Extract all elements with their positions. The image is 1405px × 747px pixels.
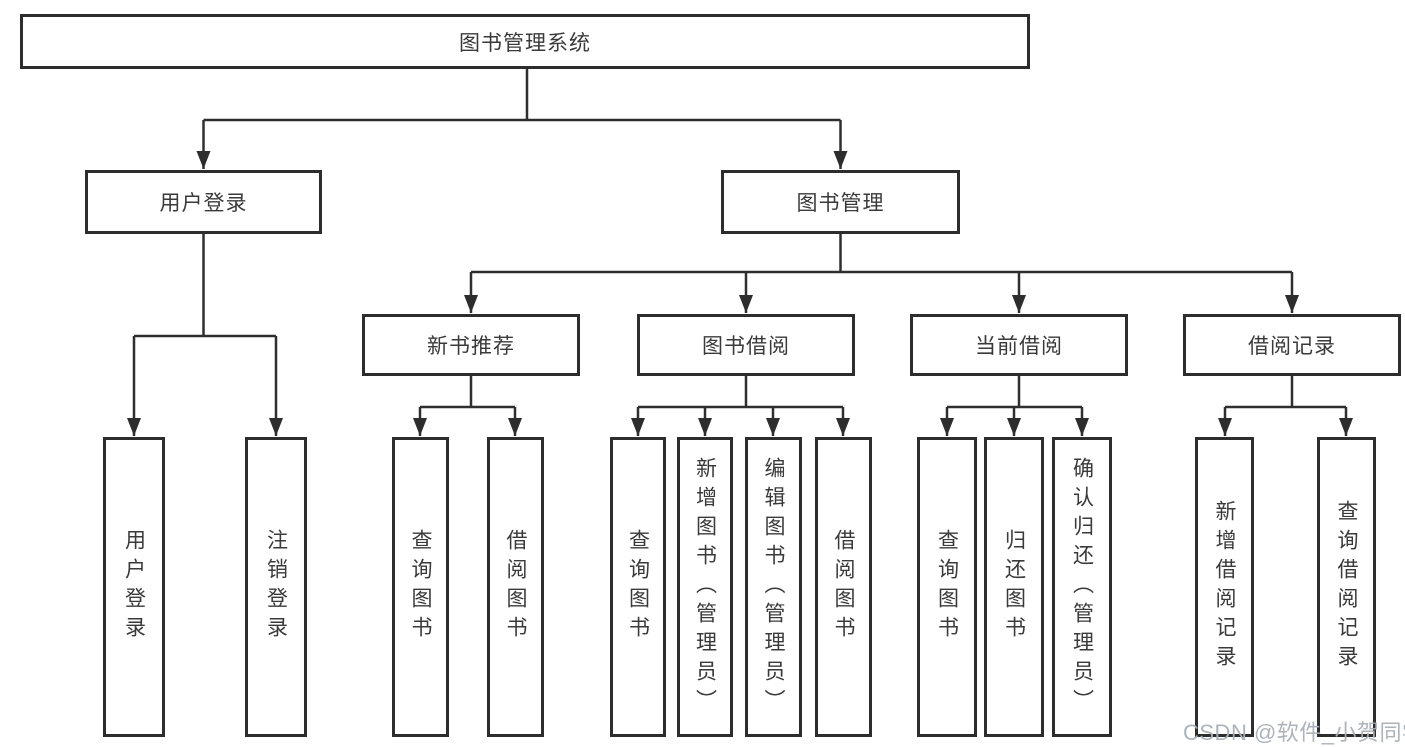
leaf-edit-books-admin: 编辑图书（管理员） xyxy=(745,437,802,737)
leaf-borrow-books-label: 借阅图书 xyxy=(832,529,855,645)
leaf-add-borrow-record: 新增借阅记录 xyxy=(1195,437,1254,737)
leaf-query-books-borrowing-label: 查询图书 xyxy=(626,529,650,645)
leaf-confirm-return-admin-label: 确认归还（管理员） xyxy=(1070,456,1094,718)
node-library-management-system: 图书管理系统 xyxy=(20,14,1030,69)
leaf-return-books-label: 归还图书 xyxy=(1002,529,1026,645)
node-book-borrowing: 图书借阅 xyxy=(637,314,855,376)
leaf-query-borrow-record: 查询借阅记录 xyxy=(1317,437,1376,737)
leaf-add-books-admin-label: 新增图书（管理员） xyxy=(693,456,717,718)
node-user-login-label: 用户登录 xyxy=(159,192,248,215)
leaf-user-login: 用户登录 xyxy=(103,437,165,737)
node-book-borrowing-label: 图书借阅 xyxy=(702,335,790,358)
leaf-query-books-recommend-label: 查询图书 xyxy=(409,529,432,645)
leaf-borrow-books-recommend: 借阅图书 xyxy=(487,437,544,737)
leaf-confirm-return-admin: 确认归还（管理员） xyxy=(1052,437,1112,737)
leaf-query-books-recommend: 查询图书 xyxy=(392,437,449,737)
leaf-query-books-borrowing: 查询图书 xyxy=(610,437,666,737)
leaf-borrow-books: 借阅图书 xyxy=(815,437,872,737)
watermark-text: CSDN @软件_小贺同学 xyxy=(1183,720,1405,745)
node-book-management-label: 图书管理 xyxy=(796,192,885,215)
leaf-add-borrow-record-label: 新增借阅记录 xyxy=(1213,500,1236,674)
leaf-logout: 注销登录 xyxy=(245,437,307,737)
leaf-edit-books-admin-label: 编辑图书（管理员） xyxy=(762,456,785,718)
node-library-management-system-label: 图书管理系统 xyxy=(459,31,591,55)
node-borrowing-records: 借阅记录 xyxy=(1183,314,1401,376)
node-current-borrowing: 当前借阅 xyxy=(910,314,1128,376)
node-borrowing-records-label: 借阅记录 xyxy=(1248,335,1336,358)
node-current-borrowing-label: 当前借阅 xyxy=(975,335,1063,358)
leaf-query-books-current: 查询图书 xyxy=(917,437,977,737)
node-new-book-recommend-label: 新书推荐 xyxy=(427,335,515,358)
leaf-query-borrow-record-label: 查询借阅记录 xyxy=(1335,500,1358,674)
node-user-login: 用户登录 xyxy=(85,170,322,234)
leaf-query-books-current-label: 查询图书 xyxy=(935,529,959,645)
leaf-borrow-books-recommend-label: 借阅图书 xyxy=(504,529,527,645)
node-book-management: 图书管理 xyxy=(721,170,960,234)
leaf-add-books-admin: 新增图书（管理员） xyxy=(677,437,733,737)
leaf-return-books: 归还图书 xyxy=(984,437,1044,737)
node-new-book-recommend: 新书推荐 xyxy=(362,314,580,376)
leaf-logout-label: 注销登录 xyxy=(264,529,288,645)
leaf-user-login-label: 用户登录 xyxy=(122,529,146,645)
